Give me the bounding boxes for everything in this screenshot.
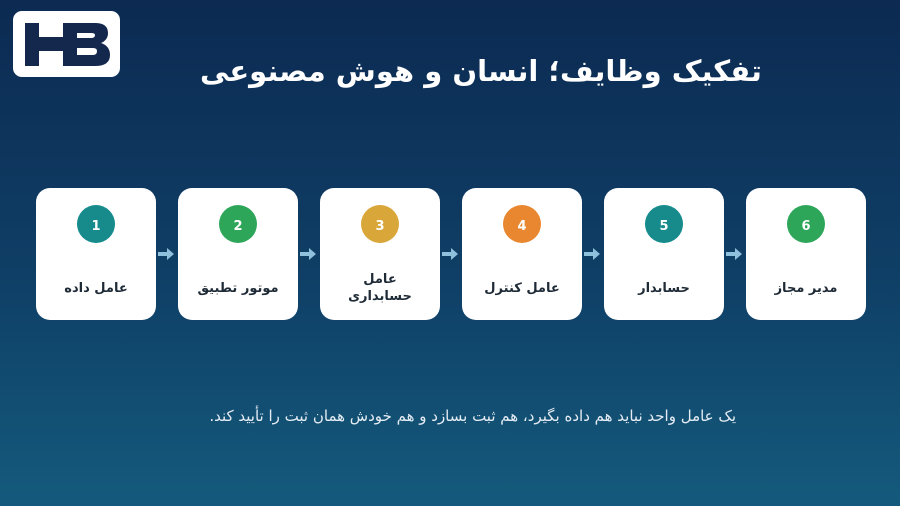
- step-number-badge: 4: [503, 205, 541, 243]
- step-card-1: 1 عامل داده: [36, 188, 156, 320]
- step-label: عامل حسابداری: [348, 272, 412, 304]
- step-label: حسابدار: [638, 280, 690, 296]
- arrow-right-icon: [442, 248, 458, 260]
- step-card-6: 6 مدیر مجاز: [746, 188, 866, 320]
- hb-logo-mark: [25, 23, 110, 66]
- arrow-right-icon: [158, 248, 174, 260]
- step-number-badge: 2: [219, 205, 257, 243]
- logo: [13, 11, 120, 77]
- step-label: مدیر مجاز: [774, 280, 838, 296]
- step-label: عامل داده: [64, 280, 128, 296]
- step-card-4: 4 عامل کنترل: [462, 188, 582, 320]
- arrow-right-icon: [726, 248, 742, 260]
- step-card-2: 2 موتور تطبیق: [178, 188, 298, 320]
- footer-note: یک عامل واحد نباید هم داده بگیرد، هم ثبت…: [209, 407, 736, 425]
- step-card-5: 5 حسابدار: [604, 188, 724, 320]
- step-label: عامل کنترل: [484, 280, 560, 296]
- step-number-badge: 1: [77, 205, 115, 243]
- arrow-right-icon: [300, 248, 316, 260]
- arrow-right-icon: [584, 248, 600, 260]
- page-title: تفکیک وظایف؛ انسان و هوش مصنوعی: [200, 54, 762, 88]
- step-label: موتور تطبیق: [197, 280, 279, 296]
- step-card-3: 3 عامل حسابداری: [320, 188, 440, 320]
- step-number-badge: 3: [361, 205, 399, 243]
- step-number-badge: 6: [787, 205, 825, 243]
- step-number-badge: 5: [645, 205, 683, 243]
